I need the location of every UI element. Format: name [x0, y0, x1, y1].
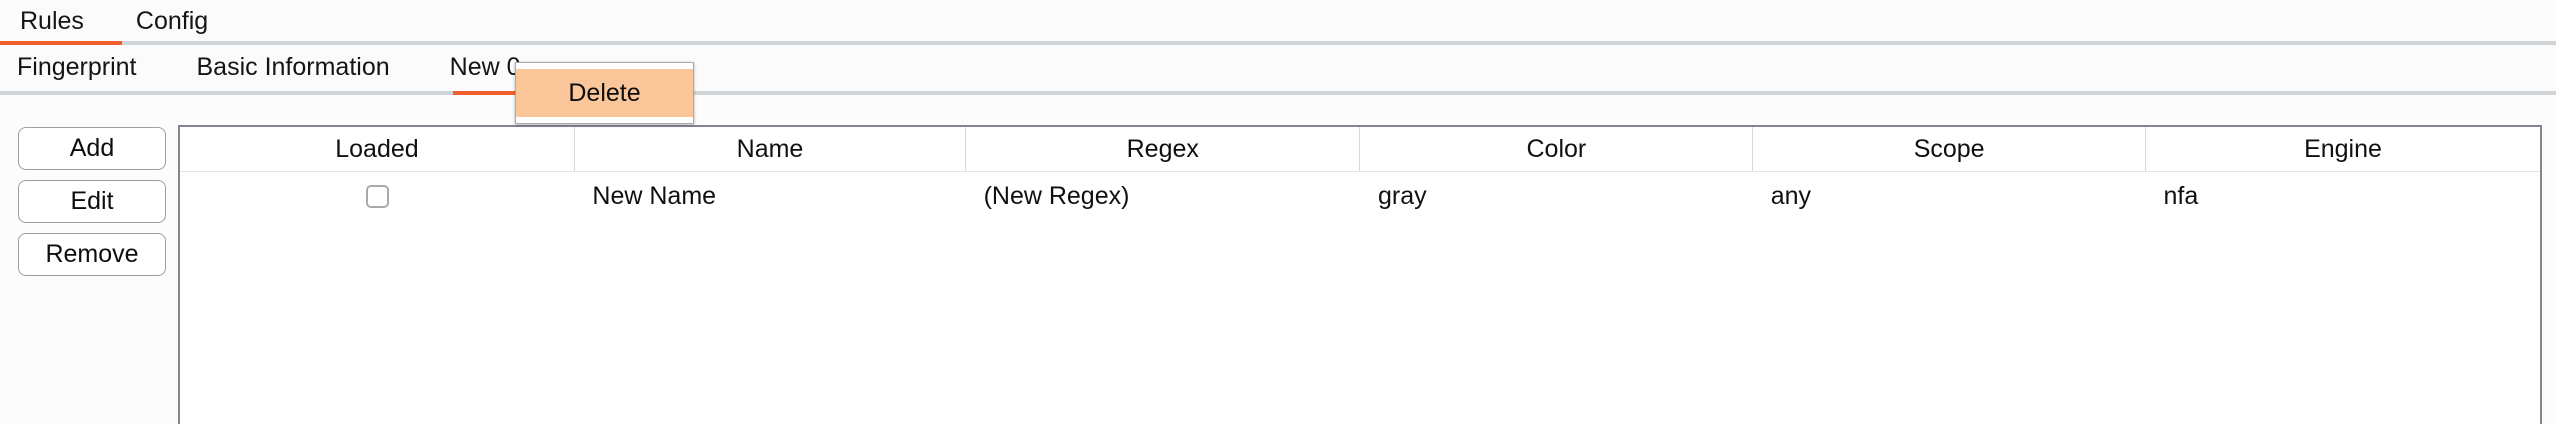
- column-header-engine[interactable]: Engine: [2145, 127, 2540, 172]
- rules-table: Loaded Name Regex Color Scope Engine New…: [180, 127, 2540, 220]
- column-header-name[interactable]: Name: [574, 127, 967, 172]
- primary-tab-underline-track: [0, 41, 2556, 45]
- edit-button[interactable]: Edit: [18, 180, 166, 223]
- tab-new-0[interactable]: New 0: [449, 53, 521, 81]
- rules-table-panel: Loaded Name Regex Color Scope Engine New…: [178, 125, 2542, 424]
- tab-config[interactable]: Config: [135, 7, 209, 35]
- secondary-tab-bar: Fingerprint Basic Information New 0: [0, 45, 2556, 95]
- column-header-loaded[interactable]: Loaded: [180, 127, 575, 172]
- table-header-row: Loaded Name Regex Color Scope Engine: [180, 127, 2540, 172]
- remove-button[interactable]: Remove: [18, 233, 166, 276]
- primary-tab-active-indicator: [0, 41, 122, 45]
- secondary-tab-active-indicator: [453, 91, 573, 95]
- primary-tab-row: Rules Config: [0, 0, 2556, 42]
- cell-loaded: [180, 172, 574, 221]
- cell-regex: (New Regex): [983, 181, 1130, 210]
- tab-rules[interactable]: Rules: [20, 7, 84, 35]
- cell-name: New Name: [592, 181, 717, 210]
- table-row[interactable]: New Name (New Regex) gray any nfa: [180, 172, 2540, 221]
- loaded-checkbox[interactable]: [365, 185, 389, 209]
- table-body: New Name (New Regex) gray any nfa: [180, 172, 2540, 221]
- tab-context-menu: Delete: [515, 62, 694, 124]
- cell-scope: any: [1770, 181, 1812, 210]
- tab-fingerprint[interactable]: Fingerprint: [17, 53, 137, 81]
- rule-action-buttons: Add Edit Remove: [18, 127, 166, 286]
- table-header: Loaded Name Regex Color Scope Engine: [180, 127, 2540, 172]
- column-header-regex[interactable]: Regex: [965, 127, 1361, 172]
- column-header-color[interactable]: Color: [1359, 127, 1754, 172]
- primary-tab-bar: Rules Config: [0, 0, 2556, 45]
- context-menu-item-delete[interactable]: Delete: [516, 69, 693, 117]
- content-area: Add Edit Remove Loaded Name Regex Color …: [0, 95, 2556, 424]
- cell-color: gray: [1377, 181, 1427, 210]
- secondary-tab-underline-track: [0, 91, 2556, 95]
- cell-engine: nfa: [2163, 181, 2199, 210]
- secondary-tab-row: Fingerprint Basic Information New 0: [0, 45, 2556, 91]
- column-header-scope[interactable]: Scope: [1752, 127, 2147, 172]
- add-button[interactable]: Add: [18, 127, 166, 170]
- tab-basic-information[interactable]: Basic Information: [196, 53, 390, 81]
